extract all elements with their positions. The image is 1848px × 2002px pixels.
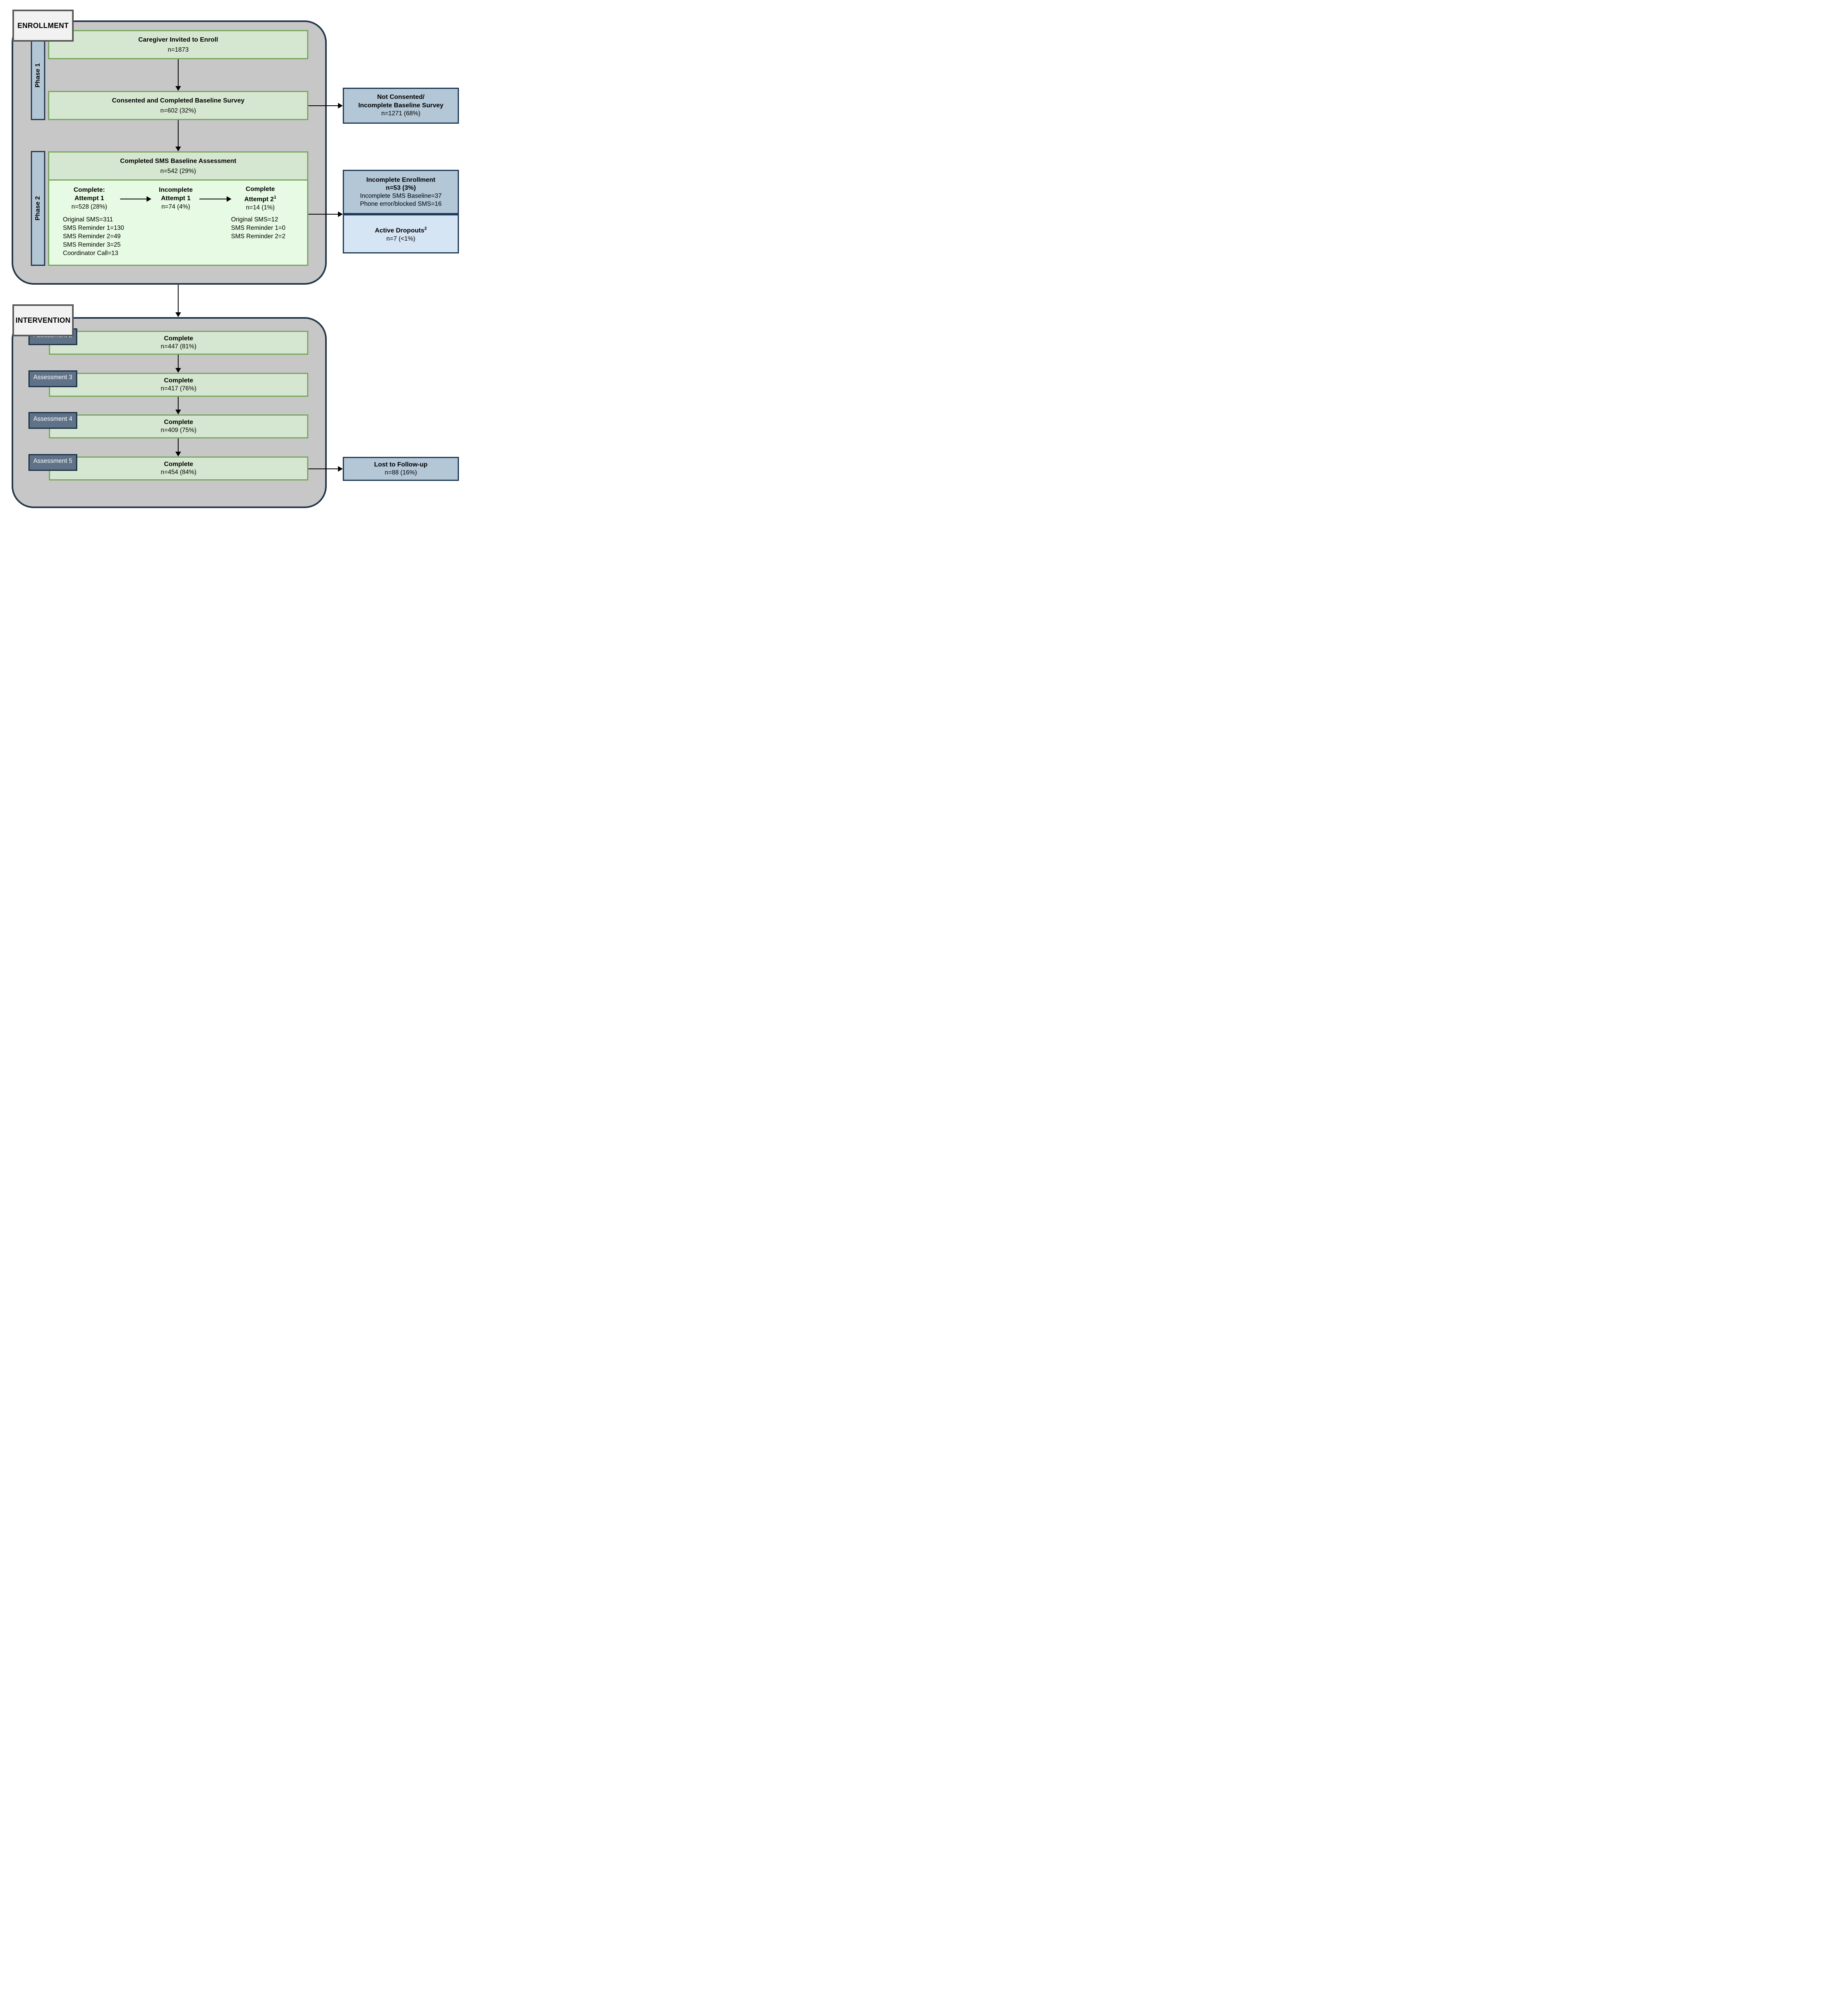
col-complete-attempt2-line1: Complete bbox=[245, 186, 275, 193]
attempt2-detail-item: SMS Reminder 2=2 bbox=[231, 233, 286, 240]
arrow-consented-to-not-consented bbox=[308, 103, 343, 109]
arrow-to-incomplete-enrollment bbox=[308, 211, 343, 217]
attempt1-detail-item: SMS Reminder 1=130 bbox=[63, 225, 124, 231]
attempt2-detail-item: Original SMS=12 bbox=[231, 216, 278, 223]
box-not-consented: Not Consented/ Incomplete Baseline Surve… bbox=[343, 88, 459, 124]
assessment-2-n: n=447 (81%) bbox=[161, 343, 197, 350]
attempt1-detail-item: SMS Reminder 3=25 bbox=[63, 241, 121, 248]
col-incomplete-attempt1-line1: Incomplete bbox=[159, 187, 193, 193]
arrow-assessment3-to-4 bbox=[175, 397, 181, 414]
attempt1-detail-item: Coordinator Call=13 bbox=[63, 250, 119, 257]
box-lost-followup-n: n=88 (16%) bbox=[384, 469, 417, 476]
enrollment-section-label-text: ENROLLMENT bbox=[17, 21, 69, 30]
arrow-consented-to-sms-baseline bbox=[175, 120, 181, 151]
box-sms-baseline-header: Completed SMS Baseline Assessment n=542 … bbox=[49, 153, 307, 181]
box-lost-followup: Lost to Follow-up n=88 (16%) bbox=[343, 457, 459, 481]
box-incomplete-enrollment-detail: Phone error/blocked SMS=16 bbox=[360, 200, 442, 207]
box-assessment-2-complete: Complete n=447 (81%) bbox=[49, 331, 308, 355]
box-not-consented-line1: Not Consented/ bbox=[377, 94, 425, 101]
box-assessment-4-complete: Complete n=409 (75%) bbox=[49, 414, 308, 438]
phase2-bar: Phase 2 bbox=[31, 151, 45, 266]
box-assessment-3-complete: Complete n=417 (76%) bbox=[49, 373, 308, 397]
box-not-consented-n: n=1271 (68%) bbox=[381, 110, 420, 117]
col-complete-attempt1: Complete: Attempt 1 n=528 (28%) bbox=[51, 186, 127, 211]
arrow-enrollment-to-intervention bbox=[175, 285, 181, 317]
assessment-2-status: Complete bbox=[164, 335, 193, 342]
col-complete-attempt2-n: n=14 (1%) bbox=[246, 204, 275, 211]
arrow-incomplete-to-attempt2 bbox=[199, 196, 231, 202]
attempt1-detail-list: Original SMS=311 SMS Reminder 1=130 SMS … bbox=[63, 215, 155, 257]
box-lost-followup-title: Lost to Follow-up bbox=[374, 461, 428, 468]
enrollment-section-label: ENROLLMENT bbox=[12, 10, 74, 42]
phase2-label: Phase 2 bbox=[34, 196, 41, 221]
col-complete-attempt1-n: n=528 (28%) bbox=[71, 203, 107, 210]
col-incomplete-attempt1: Incomplete Attempt 1 n=74 (4%) bbox=[153, 186, 198, 211]
attempt2-detail-item: SMS Reminder 1=0 bbox=[231, 225, 286, 231]
col-complete-attempt1-line1: Complete: bbox=[73, 187, 105, 193]
assessment-5-status: Complete bbox=[164, 461, 193, 468]
assessment-4-status: Complete bbox=[164, 419, 193, 426]
box-consented-title: Consented and Completed Baseline Survey bbox=[112, 97, 245, 104]
consort-flow-diagram: ENROLLMENT Phase 1 Phase 2 Caregiver Inv… bbox=[0, 0, 462, 512]
arrow-to-lost-followup bbox=[308, 466, 343, 472]
box-active-dropouts-title: Active Dropouts2 bbox=[375, 226, 427, 234]
assessment-3-label: Assessment 3 bbox=[28, 370, 77, 387]
attempt2-detail-list: Original SMS=12 SMS Reminder 1=0 SMS Rem… bbox=[231, 215, 307, 241]
box-incomplete-enrollment: Incomplete Enrollment n=53 (3%) Incomple… bbox=[343, 170, 459, 214]
col-complete-attempt1-line2: Attempt 1 bbox=[74, 195, 104, 202]
attempt1-detail-item: Original SMS=311 bbox=[63, 216, 113, 223]
attempt2-footnote-marker: 1 bbox=[273, 195, 276, 200]
col-complete-attempt2-line2: Attempt 21 bbox=[244, 195, 276, 203]
box-assessment-5-complete: Complete n=454 (84%) bbox=[49, 456, 308, 480]
box-caregiver-invited: Caregiver Invited to Enroll n=1873 bbox=[48, 30, 308, 59]
arrow-assessment2-to-3 bbox=[175, 355, 181, 373]
active-dropouts-footnote-marker: 2 bbox=[424, 226, 427, 231]
assessment-5-label: Assessment 5 bbox=[28, 454, 77, 471]
assessment-4-n: n=409 (75%) bbox=[161, 427, 197, 434]
arrow-attempt1-to-incomplete bbox=[120, 196, 151, 202]
assessment-5-n: n=454 (84%) bbox=[161, 469, 197, 476]
box-sms-baseline-n: n=542 (29%) bbox=[160, 167, 196, 175]
attempt1-detail-item: SMS Reminder 2=49 bbox=[63, 233, 121, 240]
col-complete-attempt2: Complete Attempt 21 n=14 (1%) bbox=[234, 185, 286, 212]
box-incomplete-enrollment-title: Incomplete Enrollment bbox=[366, 176, 436, 183]
arrow-assessment4-to-5 bbox=[175, 438, 181, 456]
intervention-section-label-text: INTERVENTION bbox=[15, 316, 71, 324]
box-consented: Consented and Completed Baseline Survey … bbox=[48, 91, 308, 120]
assessment-3-n: n=417 (76%) bbox=[161, 385, 197, 392]
box-sms-baseline-group: Completed SMS Baseline Assessment n=542 … bbox=[48, 151, 308, 266]
box-sms-baseline-detail-area bbox=[49, 181, 307, 265]
box-active-dropouts: Active Dropouts2 n=7 (<1%) bbox=[343, 214, 459, 253]
phase1-label: Phase 1 bbox=[34, 63, 41, 88]
col-incomplete-attempt1-line2: Attempt 1 bbox=[161, 195, 191, 202]
box-incomplete-enrollment-n: n=53 (3%) bbox=[386, 184, 416, 191]
col-incomplete-attempt1-n: n=74 (4%) bbox=[161, 203, 190, 210]
box-active-dropouts-n: n=7 (<1%) bbox=[386, 235, 416, 243]
box-consented-n: n=602 (32%) bbox=[160, 107, 196, 114]
phase1-bar: Phase 1 bbox=[31, 31, 45, 120]
box-sms-baseline-title: Completed SMS Baseline Assessment bbox=[120, 157, 237, 165]
arrow-invited-to-consented bbox=[175, 59, 181, 91]
box-not-consented-line2: Incomplete Baseline Survey bbox=[358, 102, 444, 109]
intervention-section-label: INTERVENTION bbox=[12, 304, 74, 336]
assessment-3-status: Complete bbox=[164, 377, 193, 384]
box-incomplete-enrollment-detail: Incomplete SMS Baseline=37 bbox=[360, 192, 442, 199]
box-caregiver-invited-n: n=1873 bbox=[167, 46, 189, 53]
box-caregiver-invited-title: Caregiver Invited to Enroll bbox=[138, 36, 218, 43]
assessment-4-label: Assessment 4 bbox=[28, 412, 77, 429]
